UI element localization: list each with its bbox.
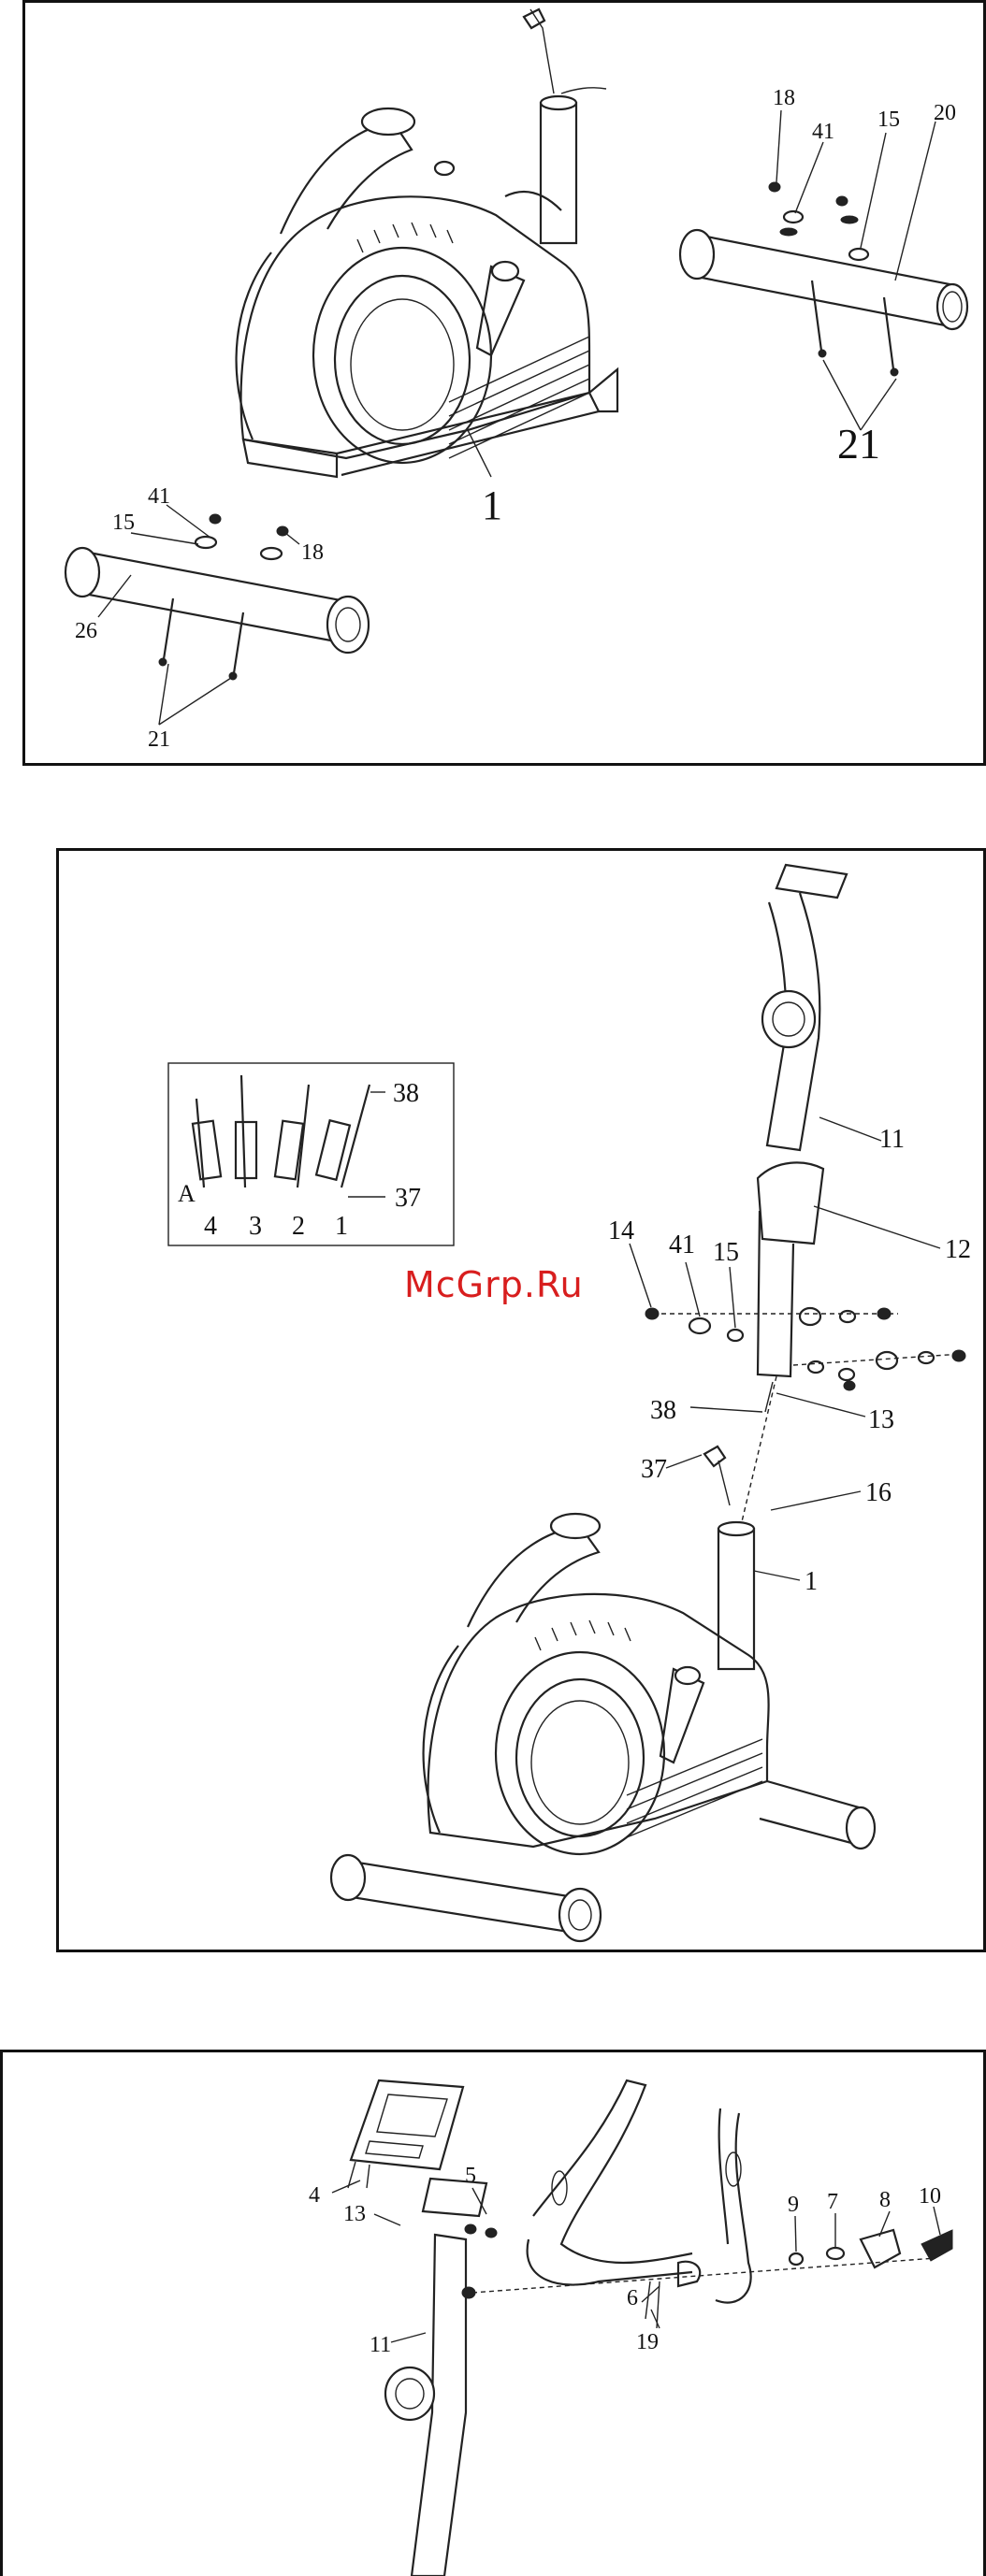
inset-label-2: 2 (292, 1212, 305, 1241)
label-18: 18 (773, 86, 795, 110)
handlebar-drawing (528, 2080, 751, 2303)
label-5: 5 (465, 2164, 476, 2188)
label-21b: 21 (148, 727, 170, 752)
console-drawing (348, 2080, 463, 2188)
inset-labels: 38 37 A 4 3 2 1 (178, 1079, 421, 1241)
label-38: 38 (650, 1396, 676, 1425)
inset-label-1: 1 (335, 1212, 348, 1241)
label-15b: 15 (112, 511, 135, 535)
inset-cables-drawing (193, 1075, 385, 1197)
leader-lines-panel-1 (98, 110, 935, 725)
label-4: 4 (309, 2183, 320, 2208)
front-stabilizer-drawing (65, 514, 369, 680)
label-9: 9 (788, 2193, 799, 2217)
inset-label-4: 4 (204, 1212, 217, 1241)
label-13: 13 (868, 1405, 894, 1434)
label-26: 26 (75, 619, 97, 643)
label-18b: 18 (301, 540, 324, 565)
label-15c: 15 (713, 1238, 739, 1267)
part-labels-panel-2: 11 12 14 41 15 13 38 37 16 1 (608, 1125, 971, 1596)
main-frame-drawing-1 (237, 9, 617, 477)
label-41c: 41 (669, 1230, 695, 1259)
label-41: 41 (812, 120, 834, 144)
label-11: 11 (879, 1125, 905, 1154)
label-19: 19 (636, 2330, 659, 2354)
part-labels-panel-1: 18 41 15 20 21 1 41 15 18 26 21 (75, 86, 956, 752)
label-7: 7 (827, 2190, 838, 2214)
label-1: 1 (482, 482, 502, 528)
inset-label-37: 37 (395, 1184, 421, 1213)
label-1b: 1 (805, 1567, 818, 1596)
inset-label-38: 38 (393, 1079, 419, 1108)
part-labels-panel-3: 4 5 13 11 9 7 8 10 6 19 (309, 2164, 941, 2357)
label-20: 20 (934, 101, 956, 125)
label-21: 21 (837, 420, 880, 468)
label-12: 12 (945, 1235, 971, 1264)
handlebar-hardware-drawing (465, 2224, 952, 2328)
label-6: 6 (627, 2286, 638, 2310)
label-37: 37 (641, 1455, 667, 1484)
label-15: 15 (877, 108, 900, 132)
label-14: 14 (608, 1216, 634, 1245)
label-8: 8 (879, 2188, 891, 2212)
inset-label-3: 3 (249, 1212, 262, 1241)
watermark: McGrp.Ru (404, 1264, 584, 1305)
leader-lines-panel-2 (630, 1117, 940, 1580)
label-41b: 41 (148, 484, 170, 509)
label-13b: 13 (343, 2202, 366, 2226)
rear-stabilizer-drawing (680, 182, 967, 376)
label-11b: 11 (370, 2333, 391, 2357)
label-16: 16 (865, 1478, 892, 1507)
handlebar-post-drawing (645, 865, 965, 1533)
label-10: 10 (919, 2184, 941, 2209)
inset-label-a: A (178, 1180, 196, 1207)
main-frame-drawing-2 (331, 1514, 875, 1941)
lower-post-drawing (385, 2179, 486, 2576)
